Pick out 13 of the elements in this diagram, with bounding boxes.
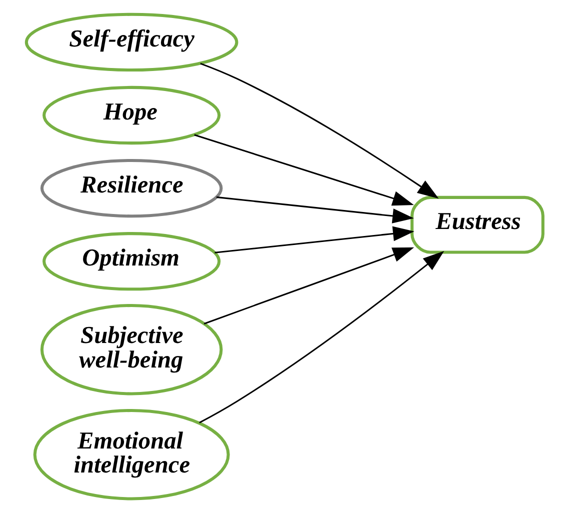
arrow [198, 250, 444, 424]
node-ellipse: Optimism [42, 232, 220, 291]
arrow [216, 196, 414, 224]
arrow [200, 62, 438, 199]
node-ellipse: Self-efficacy [24, 12, 238, 72]
arrow [214, 226, 414, 254]
arrow [194, 134, 414, 206]
node-ellipse: Resilience [40, 158, 222, 218]
arrow [203, 247, 414, 324]
node-ellipse: Hope [42, 86, 220, 145]
node-ellipse: Subjective well-being [40, 304, 222, 396]
node-box: Eustress [410, 196, 544, 254]
node-ellipse: Emotional intelligence [32, 408, 230, 500]
